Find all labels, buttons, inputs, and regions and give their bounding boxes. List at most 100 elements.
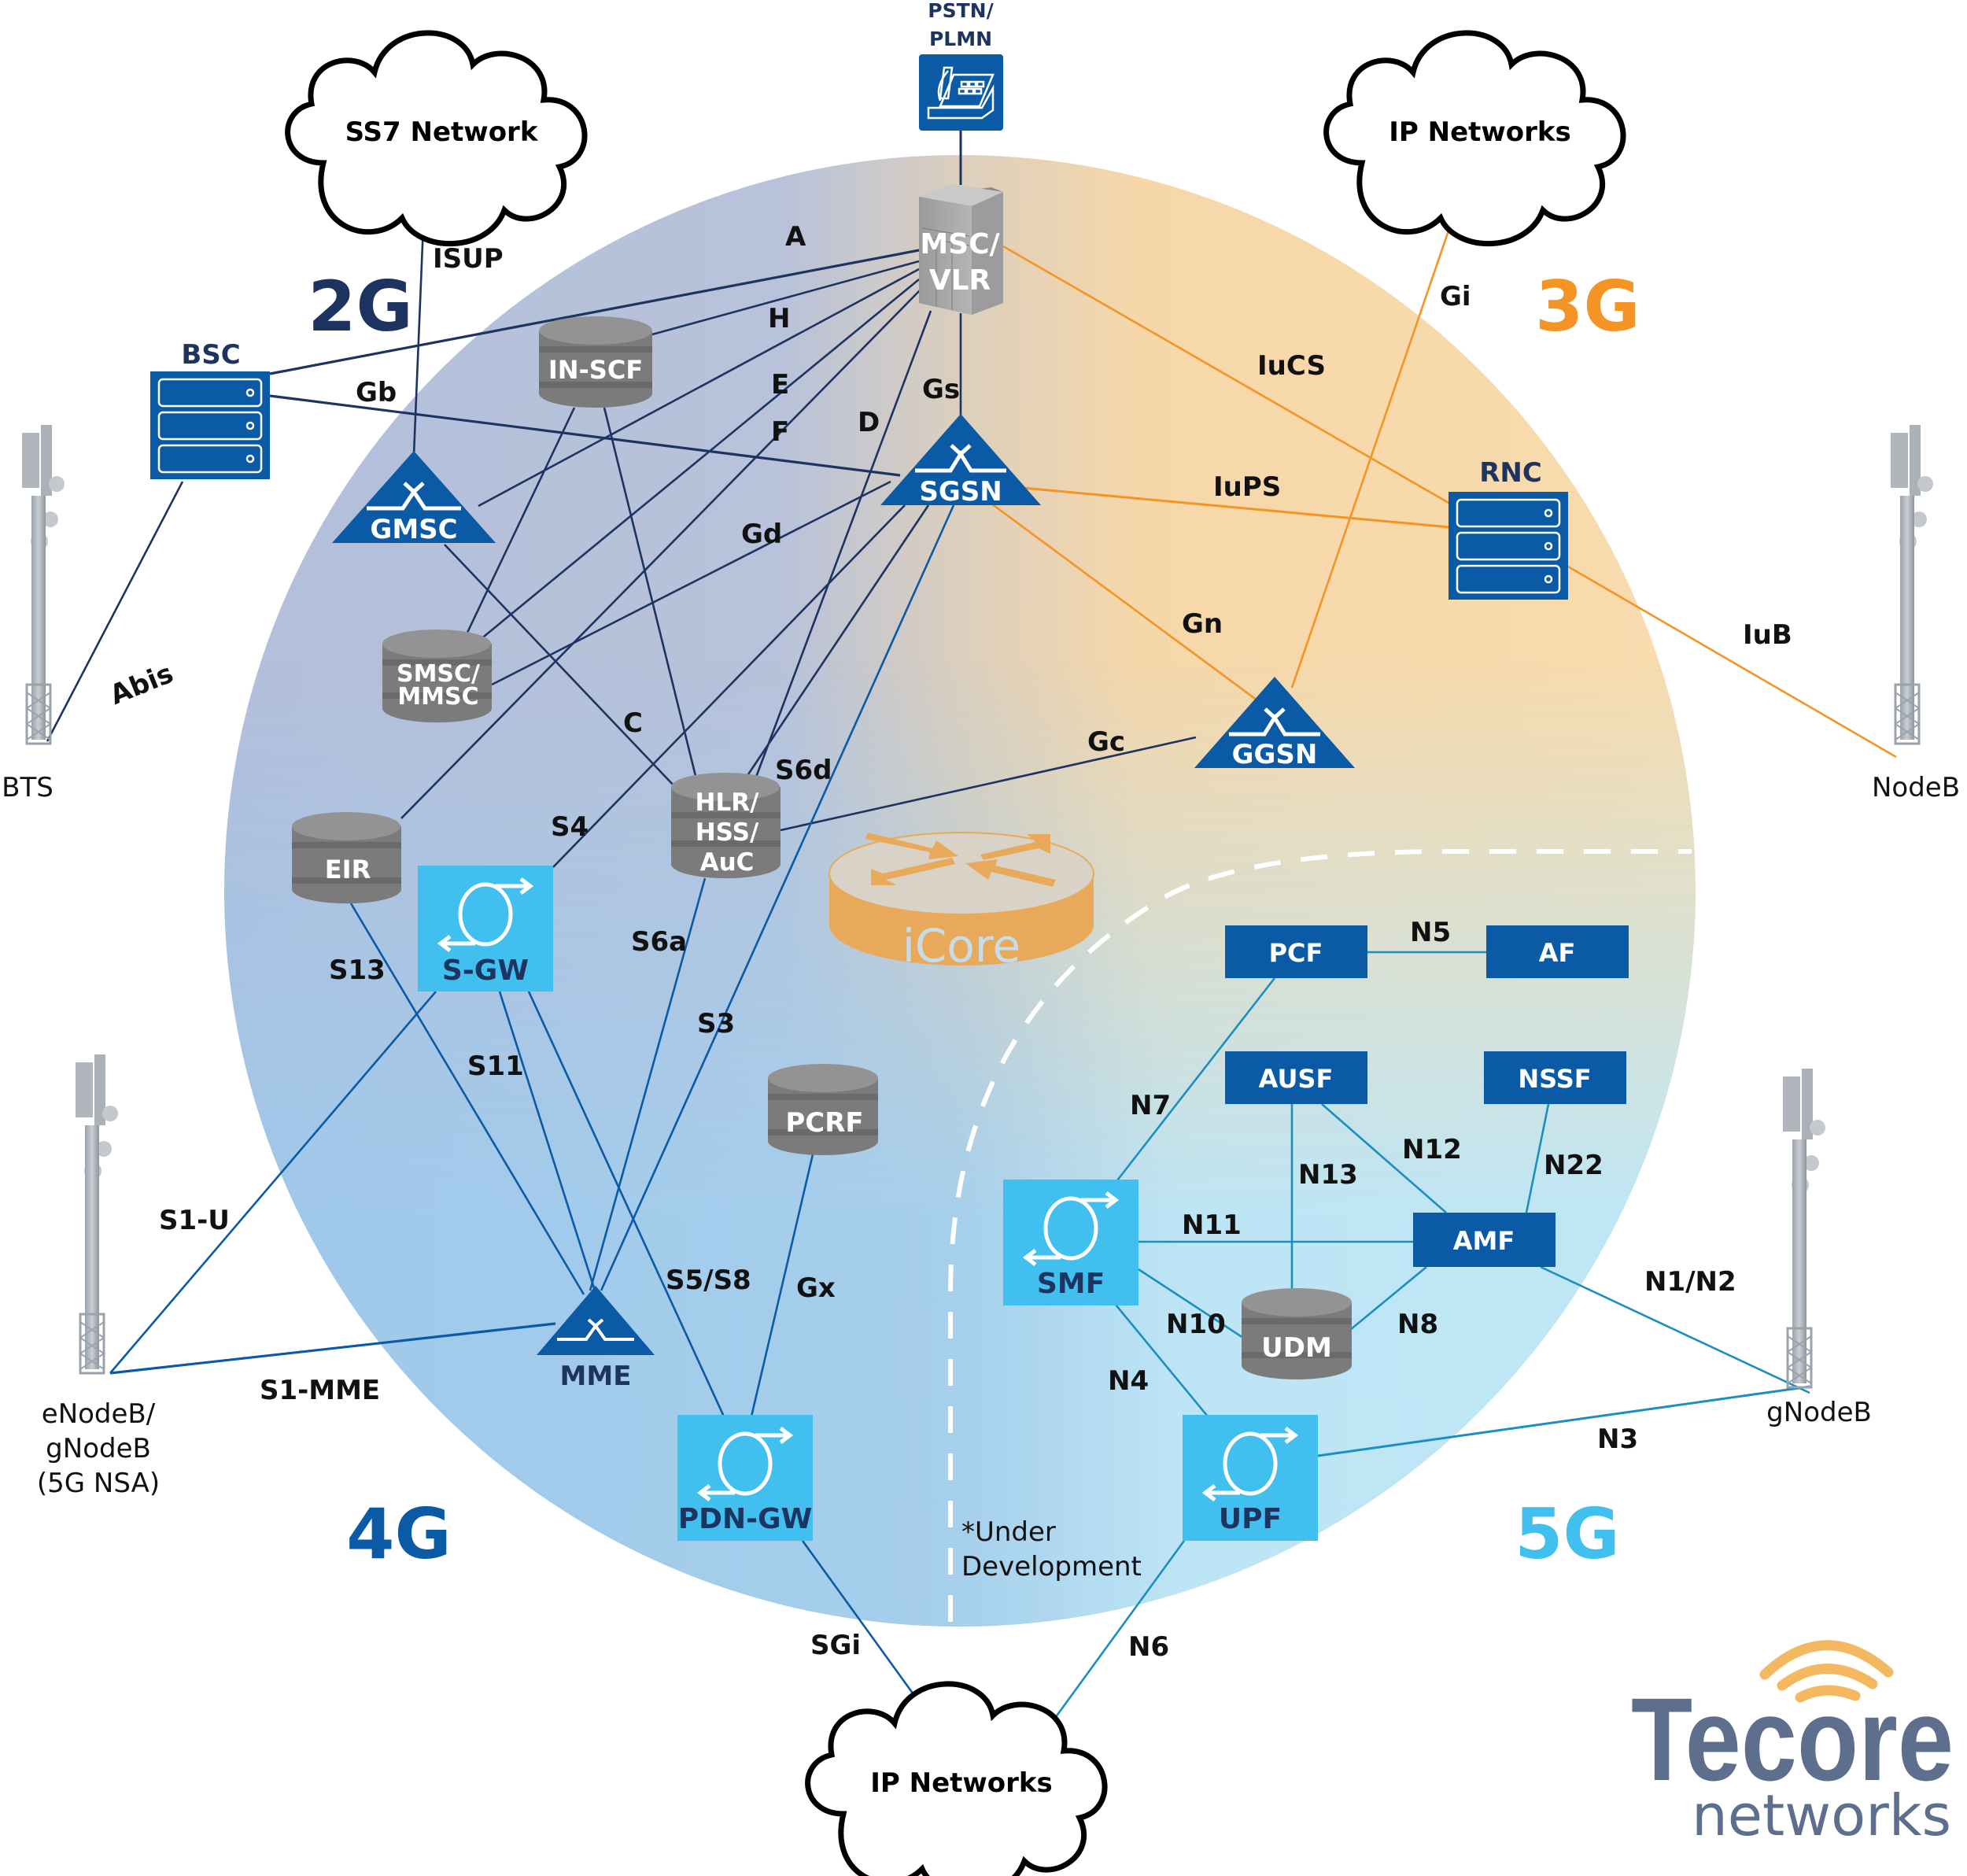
line-msc-hlr xyxy=(754,310,932,780)
line-inscf-smsc xyxy=(464,407,576,637)
interface-label-abis: Abis xyxy=(105,658,178,711)
sgsn-node: SGSN xyxy=(880,414,1041,508)
hlr-label-line1: HLR/ xyxy=(696,788,760,817)
interface-label-n5: N5 xyxy=(1410,917,1451,948)
bts-label: BTS xyxy=(2,772,54,803)
line-sgsn-s4 xyxy=(552,504,906,868)
cycle-arrows-icon xyxy=(1201,1427,1299,1501)
line-iups xyxy=(1022,486,1451,529)
interface-label-s13: S13 xyxy=(329,955,386,986)
enodeb-label-line1: eNodeB/ xyxy=(42,1398,156,1430)
interface-label-n7: N7 xyxy=(1130,1090,1171,1121)
interface-label-a: A xyxy=(785,221,806,253)
cycle-arrows-icon xyxy=(437,877,534,952)
line-s5s8 xyxy=(527,991,725,1417)
line-iucs xyxy=(1002,245,1451,505)
generation-5g-label: 5G xyxy=(1515,1494,1619,1575)
line-gi xyxy=(1290,209,1457,689)
interface-label-gi: Gi xyxy=(1440,281,1471,312)
line-msc-gmsc xyxy=(478,268,920,508)
ggsn-label: GGSN xyxy=(1232,739,1318,770)
interface-label-n4: N4 xyxy=(1108,1365,1149,1397)
interface-label-sgi: SGi xyxy=(810,1630,861,1661)
line-n3 xyxy=(1317,1385,1810,1457)
line-n4 xyxy=(1114,1304,1209,1417)
interface-label-n8: N8 xyxy=(1397,1309,1438,1340)
smsc-label-line2: MMSC xyxy=(397,683,478,711)
interface-label-n10: N10 xyxy=(1166,1309,1226,1340)
icore-router: iCore xyxy=(829,832,1094,973)
bsc-node: BSC xyxy=(150,339,270,479)
generation-3g-label: 3G xyxy=(1535,266,1640,347)
interface-label-s1u: S1-U xyxy=(159,1205,230,1236)
line-iub xyxy=(1567,565,1897,759)
upf-node: UPF xyxy=(1183,1415,1318,1541)
interface-label-s4: S4 xyxy=(551,811,589,843)
bsc-label: BSC xyxy=(181,339,240,371)
smf-node: SMF xyxy=(1003,1180,1138,1305)
pstn-label-line2: PLMN xyxy=(929,28,992,50)
line-n1n2 xyxy=(1540,1265,1810,1394)
generation-2g-label: 2G xyxy=(308,266,412,347)
interface-label-s1mme: S1-MME xyxy=(260,1375,380,1406)
cycle-arrows-icon xyxy=(1022,1191,1120,1266)
ip-networks-bottom-label: IP Networks xyxy=(870,1767,1053,1799)
rnc-node: RNC xyxy=(1448,457,1568,600)
interface-label-gc: Gc xyxy=(1087,726,1125,758)
interface-label-isup: ISUP xyxy=(433,243,504,275)
mme-label: MME xyxy=(560,1361,632,1392)
line-n10 xyxy=(1138,1268,1244,1339)
interface-label-n13: N13 xyxy=(1298,1159,1358,1191)
interface-label-n6: N6 xyxy=(1128,1631,1169,1663)
gmsc-label: GMSC xyxy=(370,514,457,545)
line-s6a xyxy=(589,877,707,1291)
switch-icon xyxy=(557,1318,634,1341)
interface-label-n12: N12 xyxy=(1402,1134,1462,1165)
switch-icon xyxy=(367,482,461,511)
switch-icon xyxy=(1229,707,1320,737)
line-a xyxy=(269,249,920,375)
under-development-note-line2: Development xyxy=(961,1551,1142,1582)
interface-label-gn: Gn xyxy=(1182,608,1223,640)
nodeb-tower-icon xyxy=(1891,425,1933,745)
rnc-label: RNC xyxy=(1479,457,1542,489)
pcf-node: PCF xyxy=(1225,925,1367,978)
line-gn xyxy=(991,502,1258,702)
interface-label-n3: N3 xyxy=(1597,1424,1638,1455)
hlr-label-line2: HSS/ xyxy=(696,818,759,847)
line-s3 xyxy=(600,504,955,1291)
interface-label-gx: Gx xyxy=(796,1272,836,1304)
interface-lines xyxy=(46,131,1897,1724)
pstn-label-line1: PSTN/ xyxy=(928,0,994,22)
in-scf-label: IN-SCF xyxy=(548,355,643,385)
line-gc xyxy=(780,736,1197,832)
ausf-node: AUSF xyxy=(1225,1051,1367,1104)
interface-label-h: H xyxy=(768,303,790,334)
ip-networks-top-label: IP Networks xyxy=(1389,116,1571,148)
ggsn-node: GGSN xyxy=(1194,677,1355,770)
line-msc-eir xyxy=(400,289,921,819)
amf-node: AMF xyxy=(1413,1213,1556,1267)
ss7-network-label: SS7 Network xyxy=(345,116,539,148)
router-arrows-icon xyxy=(865,833,1056,887)
interface-label-s5s8: S5/S8 xyxy=(666,1265,751,1296)
s-gw-label: S-GW xyxy=(442,955,529,987)
ausf-label: AUSF xyxy=(1259,1064,1334,1094)
interface-label-iups: IuPS xyxy=(1213,471,1281,503)
msc-vlr-node: MSC/ VLR xyxy=(919,184,1003,315)
interface-label-s6a: S6a xyxy=(631,926,687,958)
line-s1mme xyxy=(109,1322,556,1375)
sgsn-label: SGSN xyxy=(919,476,1002,508)
cycle-arrows-icon xyxy=(696,1427,794,1501)
udm-database: UDM xyxy=(1242,1288,1352,1379)
pcf-label: PCF xyxy=(1269,938,1323,968)
line-n7 xyxy=(1116,977,1276,1181)
interface-label-n1n2: N1/N2 xyxy=(1644,1266,1736,1298)
pcrf-database: PCRF xyxy=(768,1064,878,1155)
interface-label-gb: Gb xyxy=(356,377,397,408)
gnodeb-label: gNodeB xyxy=(1766,1397,1872,1428)
interface-label-iub: IuB xyxy=(1743,619,1792,651)
interface-label-gd: Gd xyxy=(741,519,782,550)
tecore-logo: Tecore networks xyxy=(1631,1640,1954,1848)
